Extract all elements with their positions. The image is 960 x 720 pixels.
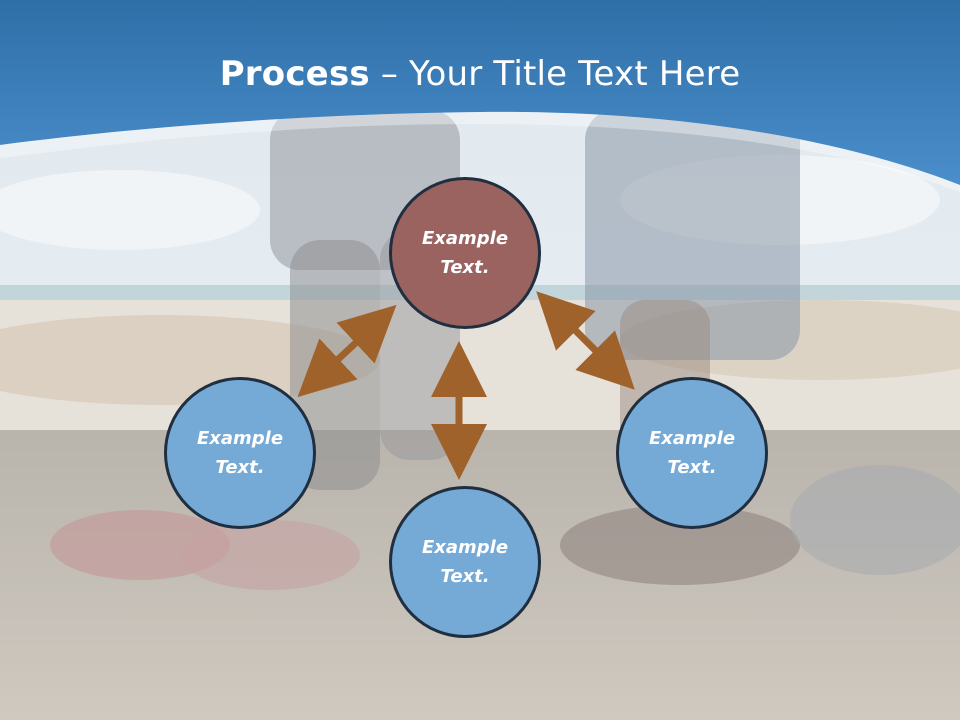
node-label: Example Text. bbox=[421, 537, 509, 587]
node-label: Example Text. bbox=[196, 428, 284, 478]
process-node-bottom[interactable]: Example Text. bbox=[389, 486, 541, 638]
node-label: Example Text. bbox=[648, 428, 736, 478]
arrow-top-right bbox=[536, 291, 635, 390]
title-rest: – Your Title Text Here bbox=[369, 54, 741, 94]
process-node-top[interactable]: Example Text. bbox=[389, 177, 541, 329]
process-node-left[interactable]: Example Text. bbox=[164, 377, 316, 529]
title-bold: Process bbox=[219, 54, 370, 94]
process-node-right[interactable]: Example Text. bbox=[616, 377, 768, 529]
slide-title: Process – Your Title Text Here bbox=[0, 52, 960, 96]
node-label: Example Text. bbox=[421, 228, 509, 278]
arrow-top-left bbox=[297, 304, 397, 398]
